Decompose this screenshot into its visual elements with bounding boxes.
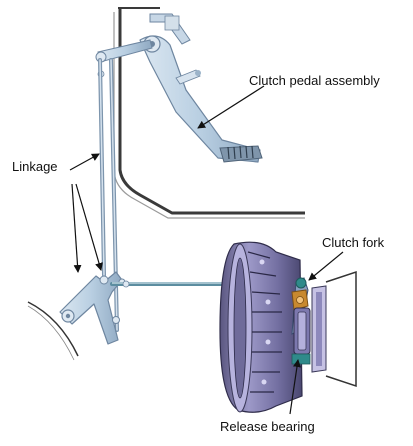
label-clutch-fork: Clutch fork — [322, 235, 385, 250]
label-linkage: Linkage — [12, 159, 58, 174]
transmission-bellhousing — [311, 270, 357, 388]
lower-bellcrank — [59, 271, 126, 345]
callout-leaders — [69, 85, 344, 415]
clutch-fork-leader — [308, 251, 344, 281]
linkage-leader-upper — [69, 153, 100, 171]
linkage-leader-right — [75, 183, 103, 271]
release-bearing — [291, 307, 311, 365]
label-release-bearing: Release bearing — [220, 419, 315, 434]
lower-mount-bracket — [27, 301, 79, 361]
upper-linkage-lever — [95, 39, 153, 78]
pedal-bracket — [149, 13, 191, 45]
clutch-pedal-leader — [197, 85, 265, 129]
clutch-disc-assembly — [219, 241, 303, 413]
release-bearing-leader — [289, 359, 301, 415]
linkage-leader-left — [71, 183, 82, 273]
label-clutch-pedal-assembly: Clutch pedal assembly — [249, 73, 380, 88]
